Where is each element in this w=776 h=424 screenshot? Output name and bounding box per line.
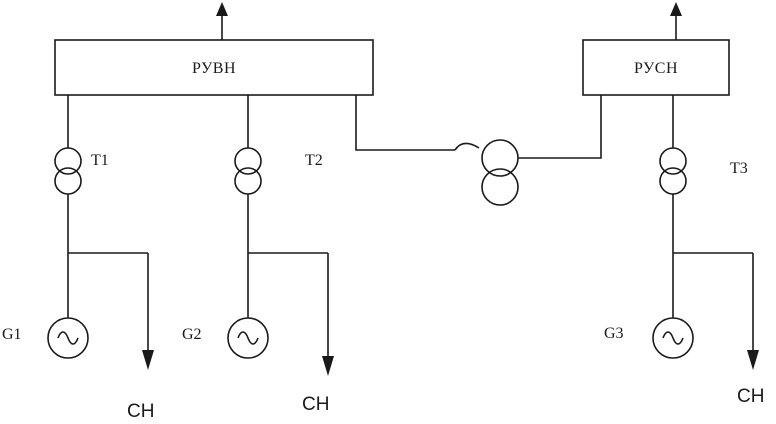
generator-g2-icon — [227, 317, 269, 359]
generator-g1-icon — [47, 317, 89, 359]
transformer-t2-icon — [234, 147, 262, 195]
branch-3: T3 G3 CH — [604, 95, 764, 407]
down-arrow-icon — [322, 356, 334, 376]
hv-output-arrow — [216, 2, 228, 40]
branch-1: T1 G1 CH — [2, 95, 154, 422]
load-ch1-label: CH — [127, 401, 154, 422]
generator-g3-label: G3 — [604, 325, 624, 342]
up-arrow-icon — [670, 2, 682, 16]
up-arrow-icon — [216, 2, 228, 16]
hv-switchgear-label: РУВН — [192, 60, 236, 77]
transformer-t1-label: T1 — [91, 152, 109, 169]
transformer-t1-icon — [54, 147, 82, 195]
generator-g2-label: G2 — [182, 326, 202, 343]
down-arrow-icon — [142, 350, 154, 370]
down-arrow-icon — [747, 350, 759, 370]
transformer-t3-label: T3 — [730, 160, 748, 177]
hv-switchgear: РУВН — [54, 39, 374, 96]
branch-2: T2 G2 CH — [182, 95, 334, 415]
transformer-t3-icon — [659, 147, 687, 195]
mv-switchgear-box — [582, 39, 730, 96]
load-ch3-label: CH — [737, 386, 764, 407]
transformer-t2-label: T2 — [305, 152, 323, 169]
load-ch2-label: CH — [302, 394, 329, 415]
hv-switchgear-box — [54, 39, 374, 96]
mv-switchgear-label: РУСН — [634, 60, 678, 77]
mv-switchgear: РУСН — [582, 39, 730, 96]
tie-transformer-icon — [481, 139, 519, 206]
tie-transformer — [355, 95, 602, 206]
mv-output-arrow — [670, 2, 682, 40]
generator-g3-icon — [652, 317, 694, 359]
generator-g1-label: G1 — [2, 326, 22, 343]
